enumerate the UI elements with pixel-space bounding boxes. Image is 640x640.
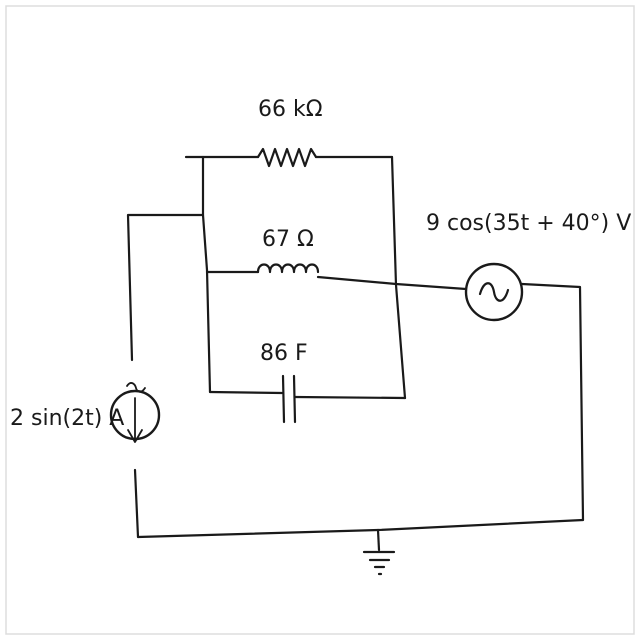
resistor-label: 66 kΩ (258, 97, 323, 122)
resistor-branch: 66 kΩ (184, 97, 394, 168)
current-source-label: 2 sin(2t) A (10, 406, 124, 431)
voltage-source-circle (464, 262, 524, 322)
capacitor-plate-left (281, 374, 286, 424)
capacitor-label: 86 F (260, 341, 308, 366)
page-border (5, 5, 635, 635)
inductor-branch: 67 Ω (205, 227, 468, 291)
voltage-source: 9 cos(35t + 40°) V (426, 211, 631, 522)
capacitor-branch: 86 F (208, 341, 407, 424)
capacitor-plate-right (292, 374, 297, 424)
current-source: 2 sin(2t) A (10, 213, 205, 539)
voltage-source-label: 9 cos(35t + 40°) V (426, 211, 631, 236)
ac-tilde-icon (126, 382, 146, 393)
inductor-label: 67 Ω (262, 227, 314, 252)
ground-icon (362, 550, 396, 576)
down-arrow-icon (127, 397, 143, 443)
ground-return (136, 518, 585, 576)
resistor-symbol (256, 147, 318, 168)
ac-tilde-icon (478, 282, 510, 302)
inductor-symbol (256, 263, 320, 274)
